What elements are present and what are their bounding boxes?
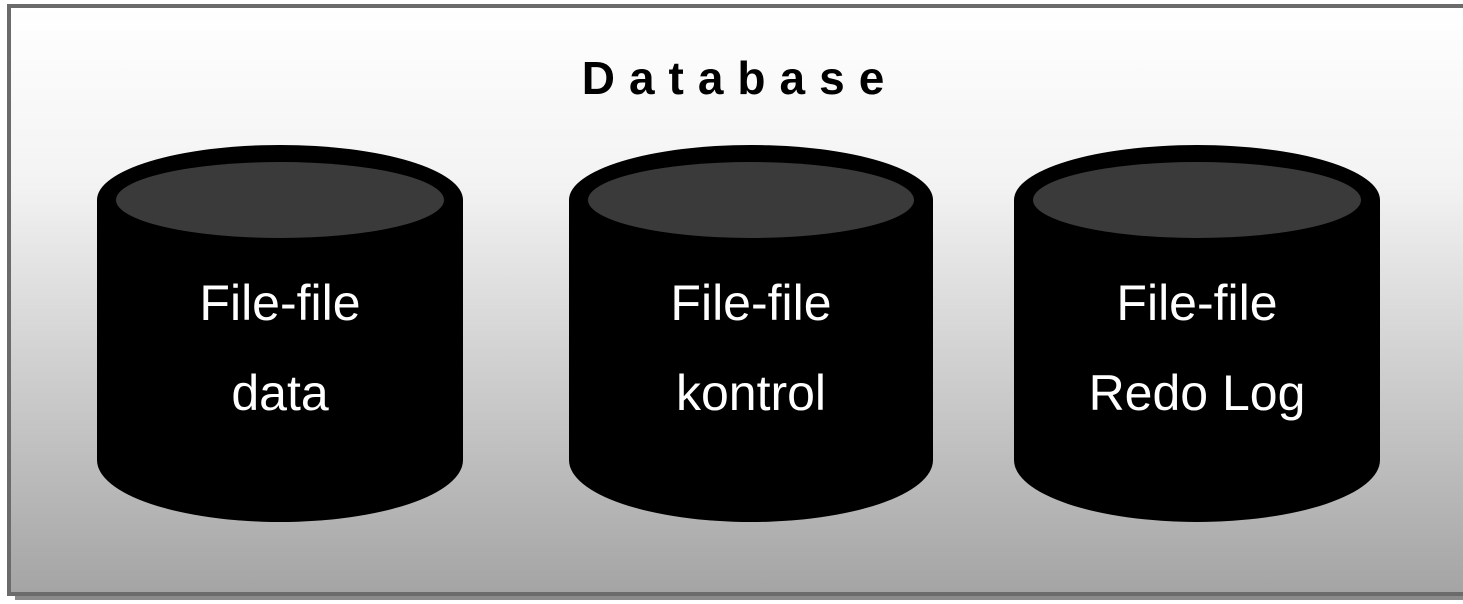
cylinder-label-line1: File-file	[1116, 275, 1277, 331]
cylinder-label-line2: kontrol	[676, 365, 826, 421]
cylinder-redo-log-files: File-file Redo Log	[1014, 145, 1380, 522]
database-title: Database	[582, 52, 899, 104]
cylinder-body	[1014, 145, 1380, 522]
cylinder-body	[569, 145, 933, 522]
cylinder-control-files: File-file kontrol	[569, 145, 933, 522]
cylinder-body	[97, 145, 463, 522]
cylinder-label-line1: File-file	[199, 275, 360, 331]
cylinder-top	[116, 162, 444, 238]
cylinder-data-files: File-file data	[97, 145, 463, 522]
cylinder-top	[588, 162, 914, 238]
cylinder-label-line2: Redo Log	[1089, 365, 1306, 421]
cylinder-label-line1: File-file	[670, 275, 831, 331]
cylinder-top	[1033, 162, 1361, 238]
cylinder-label-line2: data	[231, 365, 329, 421]
